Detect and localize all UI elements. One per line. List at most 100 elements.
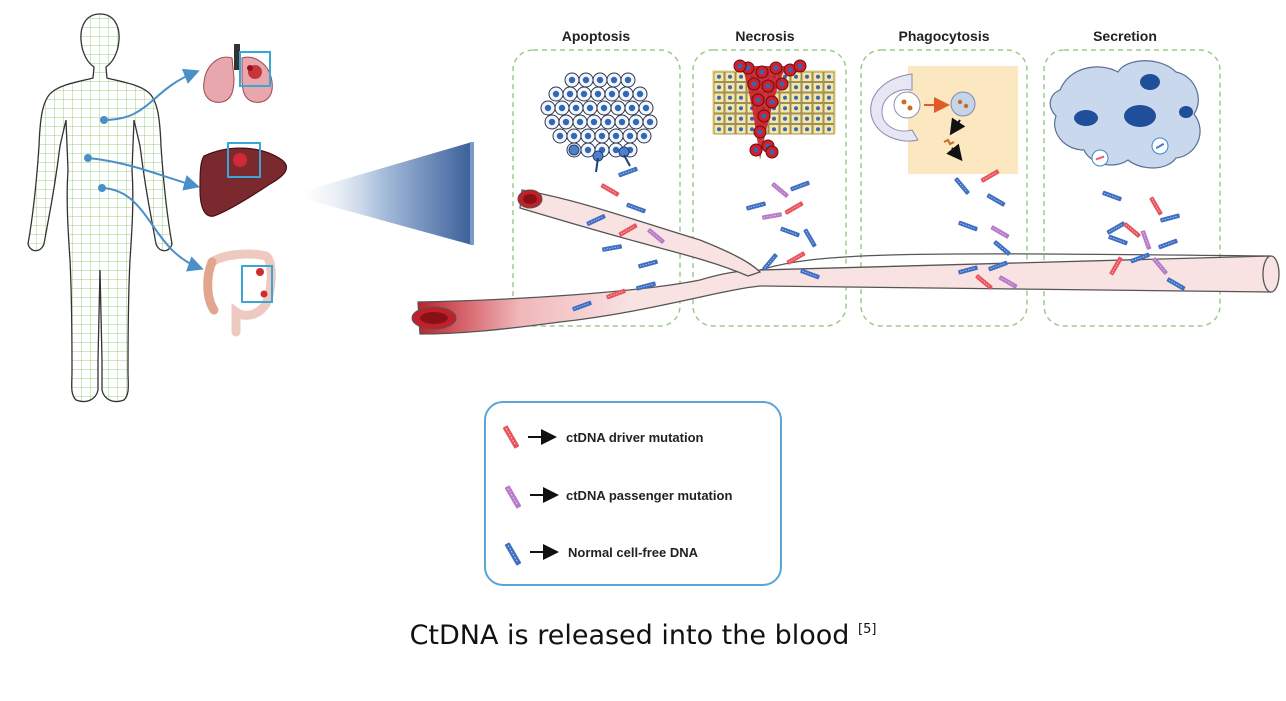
- cell-nucleus: [773, 65, 779, 71]
- cell-nucleus: [717, 85, 721, 90]
- cell-nucleus: [580, 90, 588, 98]
- cell-nucleus: [608, 90, 616, 98]
- cell-nucleus: [827, 85, 831, 90]
- legend-label-passenger: ctDNA passenger mutation: [566, 488, 732, 503]
- dna-fragment-icon: [761, 252, 779, 272]
- cell-nucleus: [816, 85, 820, 90]
- dna-fragment-icon: [601, 243, 623, 253]
- apoptosis-blebs: [568, 144, 631, 173]
- cell-nucleus: [816, 106, 820, 111]
- cell-nucleus: [548, 118, 556, 126]
- cell-nucleus: [544, 104, 552, 112]
- apoptosis-cell-cluster: [540, 72, 658, 158]
- cell-nucleus: [717, 106, 721, 111]
- cell-nucleus: [805, 85, 809, 90]
- cell-nucleus: [787, 67, 793, 73]
- cell-nucleus: [816, 95, 820, 100]
- dna-fragment-icon: [617, 166, 639, 178]
- lung-highlight-box: [239, 51, 271, 87]
- panel-title-phagocytosis: Phagocytosis: [898, 28, 989, 44]
- cell-nucleus: [805, 95, 809, 100]
- cell-nucleus: [759, 69, 765, 75]
- cell-nucleus: [761, 113, 767, 119]
- liver-highlight-box: [227, 142, 261, 178]
- dna-fragment-icon: [625, 202, 647, 214]
- colon-organ-icon: [203, 249, 276, 337]
- human-body-figure: [27, 13, 173, 403]
- cell-nucleus: [612, 132, 620, 140]
- panel-phagocytosis: [860, 49, 1028, 327]
- panel-necrosis: [692, 49, 847, 327]
- cell-nucleus: [739, 127, 743, 132]
- cell-nucleus: [624, 76, 632, 84]
- liver-organ-icon: [199, 147, 287, 217]
- cell-nucleus: [562, 118, 570, 126]
- legend-box: [484, 401, 782, 586]
- cell-nucleus: [728, 127, 732, 132]
- legend-item-driver: ctDNA driver mutation: [502, 424, 704, 450]
- colon-arrow: [101, 187, 204, 272]
- cell-nucleus: [751, 81, 757, 87]
- cell-nucleus: [614, 104, 622, 112]
- dna-fragment-icon: [599, 182, 621, 198]
- cell-nucleus: [728, 74, 732, 79]
- legend-label-driver: ctDNA driver mutation: [566, 430, 704, 445]
- cell-nucleus: [600, 104, 608, 112]
- cell-nucleus: [728, 116, 732, 121]
- lung-organ-icon: [203, 44, 273, 103]
- phagocytosis-scene: [870, 66, 1018, 174]
- cell-nucleus: [755, 97, 761, 103]
- dna-fragment-icon: [953, 176, 971, 196]
- cell-nucleus: [728, 106, 732, 111]
- cell-nucleus: [783, 95, 787, 100]
- cell-nucleus: [626, 132, 634, 140]
- cell-nucleus: [717, 74, 721, 79]
- cell-nucleus: [750, 127, 754, 132]
- cell-nucleus: [640, 132, 648, 140]
- cell-nucleus: [590, 118, 598, 126]
- cell-nucleus: [558, 104, 566, 112]
- cell-nucleus: [805, 116, 809, 121]
- dna-fragment-icon: [1157, 238, 1179, 250]
- cell-nucleus: [794, 95, 798, 100]
- cell-nucleus: [753, 147, 759, 153]
- cell-nucleus: [598, 132, 606, 140]
- cell-nucleus: [794, 85, 798, 90]
- dna-fragment-icon: [802, 227, 818, 249]
- panel-title-apoptosis: Apoptosis: [562, 28, 631, 44]
- cell-nucleus: [566, 90, 574, 98]
- cell-nucleus: [794, 127, 798, 132]
- cell-nucleus: [582, 76, 590, 84]
- cell-nucleus: [739, 74, 743, 79]
- cell-nucleus: [570, 132, 578, 140]
- panel-apoptosis: [512, 49, 681, 327]
- cell-nucleus: [827, 127, 831, 132]
- cell-nucleus: [783, 74, 787, 79]
- cell-nucleus: [794, 116, 798, 121]
- cell-nucleus: [827, 74, 831, 79]
- cell-nucleus: [584, 146, 592, 154]
- cell-nucleus: [576, 118, 584, 126]
- cell-nucleus: [816, 127, 820, 132]
- cell-nucleus: [552, 90, 560, 98]
- cell-nucleus: [805, 74, 809, 79]
- dna-fragment-icon: [779, 226, 801, 238]
- dna-fragment-icon: [789, 180, 811, 192]
- cell-nucleus: [610, 76, 618, 84]
- cell-nucleus: [642, 104, 650, 112]
- cell-nucleus: [739, 116, 743, 121]
- zoom-beam-edge: [470, 142, 474, 245]
- lung-arrow: [103, 68, 200, 121]
- necrosis-tissue: [712, 59, 836, 160]
- cell-nucleus: [612, 146, 620, 154]
- cell-nucleus: [797, 63, 803, 69]
- cell-nucleus: [783, 116, 787, 121]
- lung-origin-dot: [100, 116, 108, 124]
- figure-caption: CtDNA is released into the blood [5]: [0, 620, 1286, 651]
- dna-fragment-icon: [1105, 220, 1127, 236]
- dna-fragment-icon: [770, 181, 790, 199]
- cell-nucleus: [772, 127, 776, 132]
- dna-fragment-icon: [1122, 221, 1142, 239]
- legend-label-normal: Normal cell-free DNA: [568, 545, 699, 560]
